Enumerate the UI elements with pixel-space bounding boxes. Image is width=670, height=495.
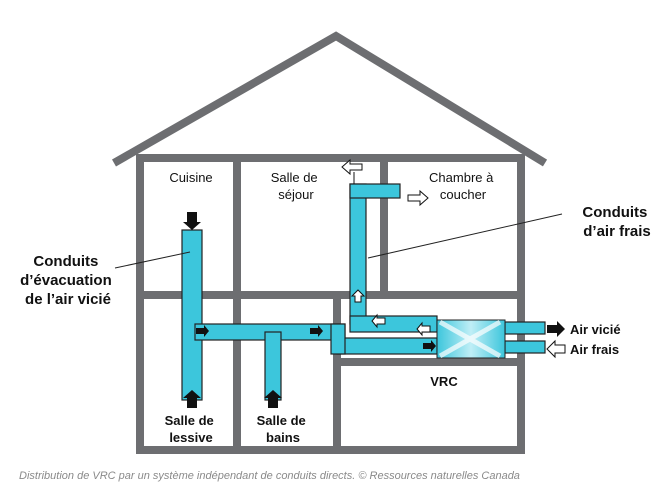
bathroom-duct (264, 331, 282, 401)
duct-network (181, 183, 546, 401)
exhaust-flow-arrow-3 (423, 340, 436, 352)
fresh-callout-leader (367, 213, 563, 259)
living-supply-arrow (341, 158, 363, 176)
exhaust-ducts-callout: Conduits d’évacuation de l’air vicié (20, 253, 116, 308)
outdoor-duct-fresh (504, 340, 546, 354)
outdoor-duct-stale (504, 321, 546, 335)
exhaust-duct-drop (330, 323, 346, 355)
fresh-duct-bedroom (349, 183, 401, 199)
fresh-duct-vertical (349, 183, 367, 325)
room-label-bathroom: Salle de bains (257, 413, 310, 445)
house-walls (112, 31, 548, 454)
house-outline (136, 154, 525, 454)
exhaust-duct-to-hrv (336, 337, 438, 355)
fresh-air-legend-arrow (546, 339, 566, 359)
room-label-living: Salle de séjour (271, 170, 322, 202)
hrv-cross-flow (438, 319, 502, 359)
stale-air-label: Air vicié (570, 322, 621, 337)
interior-walls (140, 158, 521, 450)
flow-arrows (183, 158, 566, 408)
exhaust-duct-vertical (181, 229, 203, 401)
fresh-air-label: Air frais (570, 342, 619, 357)
laundry-intake-arrow (183, 390, 201, 408)
figure-caption: Distribution de VRC par un système indép… (19, 470, 520, 482)
bathroom-intake-arrow (264, 390, 282, 408)
room-label-bedroom: Chambre à coucher (429, 170, 497, 202)
stale-air-legend-arrow (547, 321, 565, 337)
lower-wall-1 (233, 299, 241, 450)
fresh-flow-arrow-hrv (416, 321, 431, 337)
bedroom-supply-arrow (407, 189, 429, 207)
fresh-flow-arrow-left (371, 313, 386, 329)
upper-wall-1 (233, 158, 241, 291)
hrv-label: VRC (430, 374, 458, 389)
floor-divider (140, 291, 521, 299)
exhaust-callout-leader (114, 251, 191, 269)
upper-wall-2 (380, 158, 388, 291)
room-label-kitchen: Cuisine (169, 170, 212, 185)
lower-wall-2 (333, 299, 341, 450)
roof (112, 31, 548, 167)
fresh-flow-arrow-up (350, 289, 366, 303)
exhaust-flow-arrow-1 (196, 325, 209, 337)
room-label-laundry: Salle de lessive (165, 413, 218, 445)
exhaust-flow-arrow-2 (310, 325, 323, 337)
fresh-ducts-callout: Conduits d’air frais (582, 204, 651, 240)
kitchen-intake-arrow (183, 212, 201, 230)
lower-shelf (337, 358, 521, 366)
